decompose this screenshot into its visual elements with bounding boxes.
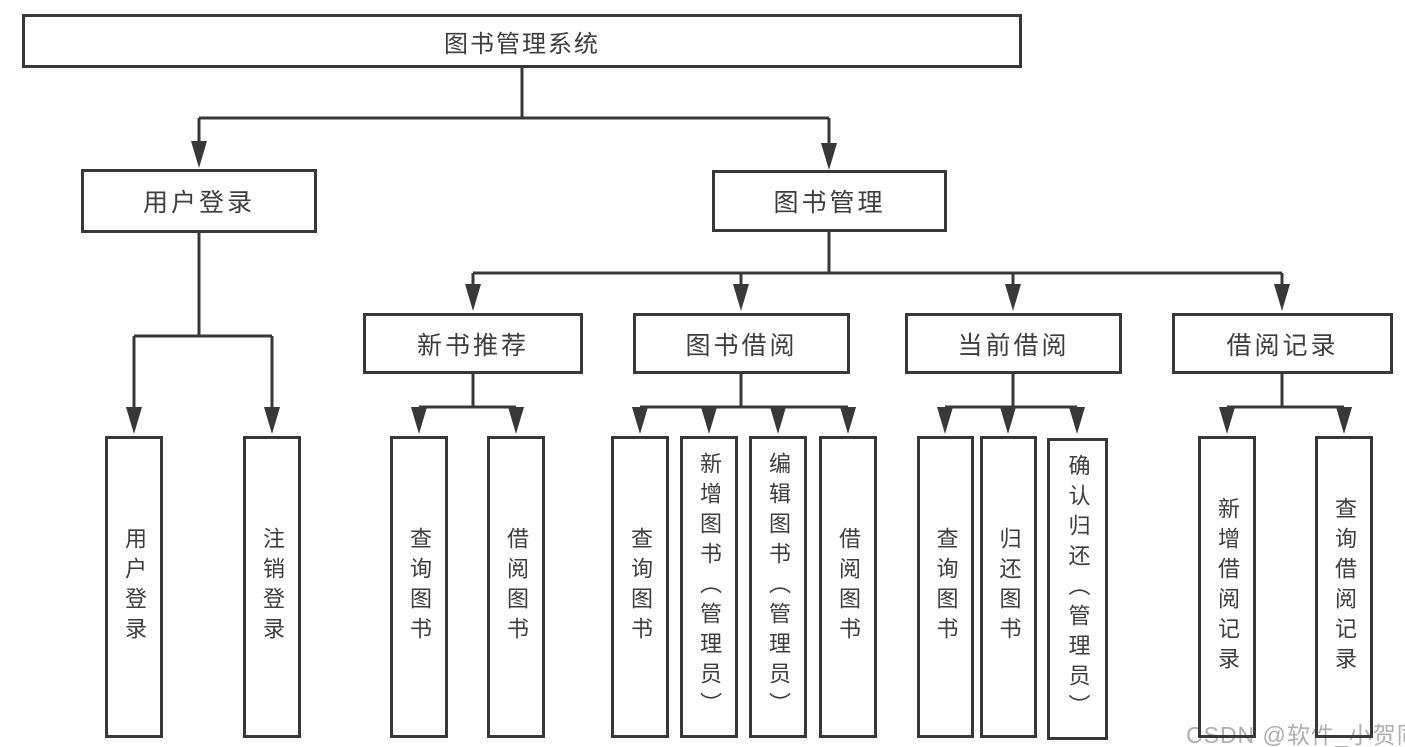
node-user-login-branch: 用户登录 <box>81 169 317 233</box>
node-borrow-records: 借阅记录 <box>1172 313 1393 374</box>
leaf-user-login: 用户登录 <box>105 436 163 738</box>
leaf-query-books-borrow: 查询图书 <box>611 436 669 738</box>
leaf-edit-book-admin: 编辑图书（管理员） <box>749 436 807 738</box>
leaf-confirm-return-admin: 确认归还（管理员） <box>1047 438 1108 740</box>
leaf-add-borrow-record: 新增借阅记录 <box>1198 436 1256 738</box>
leaf-borrow-books: 借阅图书 <box>819 436 877 738</box>
node-book-management: 图书管理 <box>712 170 947 232</box>
node-new-book-recommend: 新书推荐 <box>363 313 583 374</box>
node-root: 图书管理系统 <box>22 14 1022 68</box>
node-book-borrow: 图书借阅 <box>633 313 850 374</box>
leaf-borrow-books-recommend: 借阅图书 <box>487 436 545 738</box>
leaf-return-book: 归还图书 <box>980 436 1037 738</box>
leaf-logout: 注销登录 <box>243 436 301 738</box>
leaf-query-borrow-record: 查询借阅记录 <box>1315 436 1373 738</box>
leaf-query-books-current: 查询图书 <box>917 436 974 738</box>
leaf-add-book-admin: 新增图书（管理员） <box>680 436 738 738</box>
watermark: CSDN @软件_小贺同学 <box>1186 722 1405 747</box>
leaf-query-books-recommend: 查询图书 <box>390 436 448 738</box>
node-current-borrow: 当前借阅 <box>905 313 1122 374</box>
